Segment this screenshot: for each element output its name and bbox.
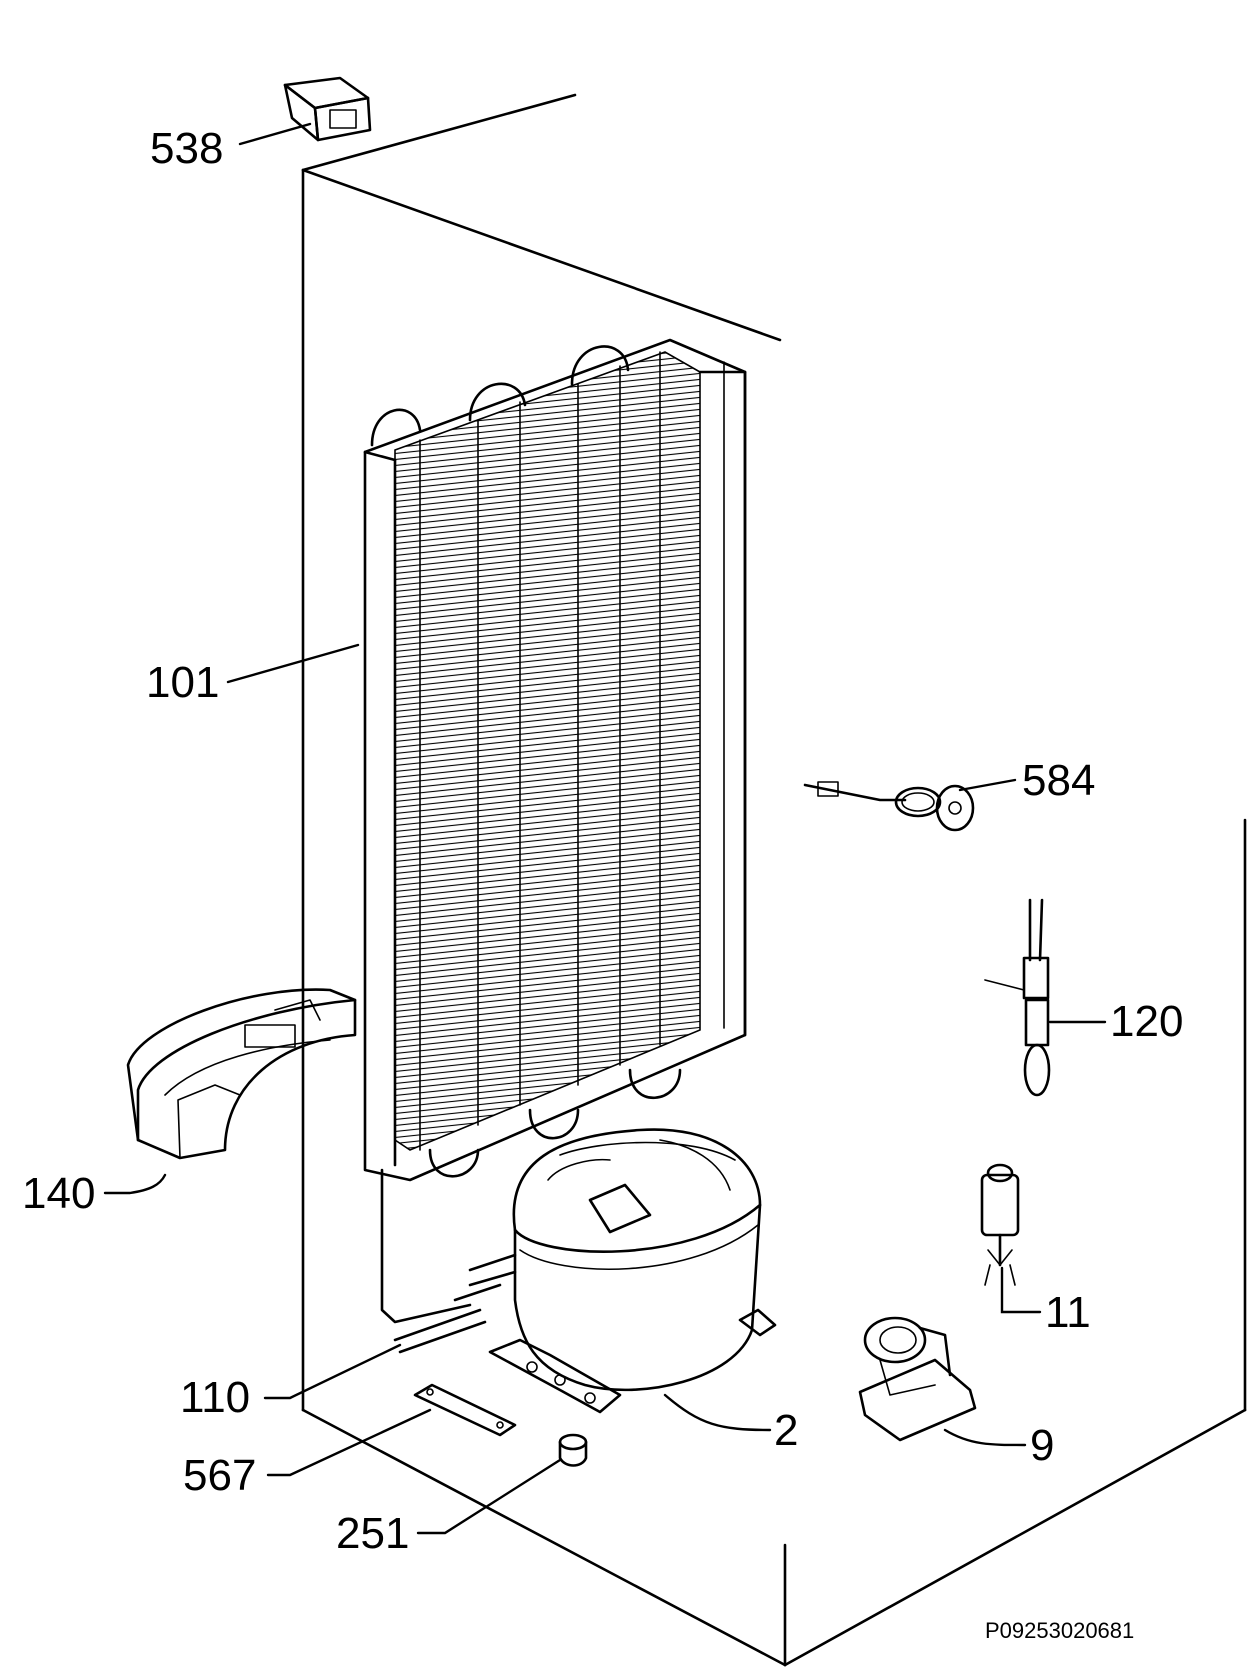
callout-538: 538 xyxy=(150,124,223,173)
part-251-grommet xyxy=(558,1433,588,1467)
drawing-code: P09253020681 xyxy=(985,1618,1134,1643)
callout-labels: 538 101 584 120 140 11 110 2 9 567 251 xyxy=(22,124,1183,1558)
callout-110: 110 xyxy=(180,1373,250,1422)
callout-120: 120 xyxy=(1110,997,1183,1046)
part-120-thermal-protector xyxy=(984,898,1051,1097)
part-11-relay xyxy=(980,1163,1020,1286)
compressor xyxy=(393,1128,777,1414)
part-567-strap xyxy=(413,1383,517,1437)
condenser-coil xyxy=(363,338,747,1324)
part-538-clip xyxy=(283,76,372,142)
cabinet-outline xyxy=(301,93,1247,1667)
callout-140: 140 xyxy=(22,1169,95,1218)
callout-251: 251 xyxy=(336,1509,409,1558)
drip-tray xyxy=(126,988,357,1160)
callout-11: 11 xyxy=(1045,1288,1091,1337)
callout-2: 2 xyxy=(774,1406,798,1455)
callout-9: 9 xyxy=(1030,1421,1054,1470)
callout-101: 101 xyxy=(146,658,219,707)
callout-584: 584 xyxy=(1022,756,1095,805)
part-584-sensor-probe xyxy=(803,781,975,832)
callout-567: 567 xyxy=(183,1451,256,1500)
leader-lines xyxy=(103,122,1107,1535)
part-9-clamp-bracket xyxy=(858,1316,977,1442)
